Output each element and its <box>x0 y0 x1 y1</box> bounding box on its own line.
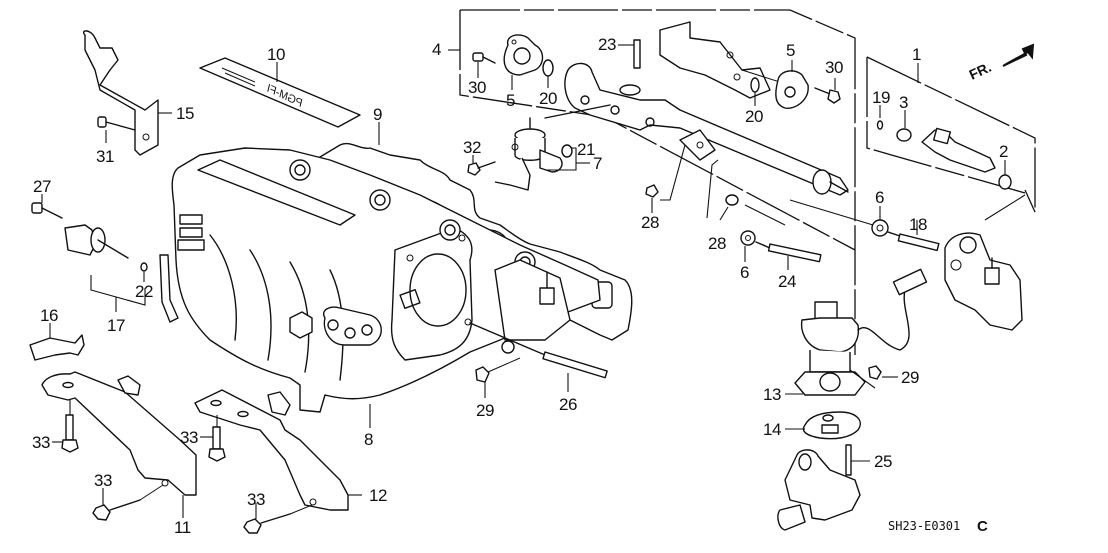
callout-33-a: 33 <box>32 433 50 452</box>
callout-30-left: 30 <box>468 78 486 97</box>
stud-bolt-24 <box>755 241 822 270</box>
flange-nut-29-manifold <box>475 340 521 398</box>
callout-20-left: 20 <box>539 89 557 108</box>
flange-bolt-33-d <box>243 503 313 534</box>
callout-12: 12 <box>369 486 387 505</box>
callout-17: 17 <box>107 316 125 335</box>
callout-7: 7 <box>593 154 602 173</box>
callout-6-left: 6 <box>740 263 749 282</box>
callout-31: 31 <box>96 147 114 166</box>
manifold-bracket-11 <box>41 371 197 518</box>
callout-30-right: 30 <box>825 58 843 77</box>
callout-11: 11 <box>174 518 191 537</box>
diagram-code: SH23-E0301 C <box>888 518 988 535</box>
callout-24: 24 <box>778 272 796 291</box>
callout-16: 16 <box>40 306 58 325</box>
callout-33-c: 33 <box>94 471 112 490</box>
stud-bolt-18 <box>887 220 940 252</box>
callout-2: 2 <box>999 142 1008 161</box>
callout-32: 32 <box>463 138 481 157</box>
egr-pipe-housing <box>777 449 861 531</box>
injector-seal-2 <box>998 174 1012 190</box>
nut-28-left <box>645 144 686 213</box>
intake-manifold-8 <box>159 147 601 428</box>
o-ring-20-right <box>750 77 760 93</box>
fuel-rail-4 <box>564 21 849 196</box>
callout-5-left: 5 <box>506 91 515 110</box>
sensor-17 <box>31 194 148 312</box>
flange-bolt-32 <box>467 155 496 176</box>
cylinder-head-section <box>944 232 1023 331</box>
callout-26: 26 <box>559 395 577 414</box>
nut-28-right <box>706 159 786 226</box>
o-ring-20-left <box>542 59 554 77</box>
callout-14: 14 <box>763 420 781 439</box>
flange-bolt-30-right <box>814 78 841 104</box>
front-direction-indicator: FR. <box>967 43 1035 83</box>
diagram-code-suffix: C <box>977 518 988 535</box>
callout-1: 1 <box>912 45 921 64</box>
callout-33-b: 33 <box>180 428 198 447</box>
egr-gasket-14 <box>785 411 861 440</box>
flange-bolt-30-left <box>472 52 496 78</box>
callout-labels: 1 2 3 4 5 5 6 6 7 8 9 10 11 12 13 14 15 … <box>32 35 1009 537</box>
callout-21: 21 <box>577 140 595 159</box>
callout-8: 8 <box>364 430 373 449</box>
flange-nut-29-egr <box>849 365 898 389</box>
o-ring-21 <box>561 144 573 158</box>
callout-29-manifold: 29 <box>476 401 494 420</box>
pgm-fi-emblem-10: PGM-FI <box>199 57 361 128</box>
insulator-collar-6-b <box>789 199 889 237</box>
callout-6-right: 6 <box>875 188 884 207</box>
stud-bolt-26 <box>469 322 608 392</box>
harness-bracket-15 <box>83 30 172 156</box>
fuel-pressure-regulator-7 <box>494 104 611 191</box>
flange-bolt-33-a <box>52 400 79 453</box>
manifold-bracket-12 <box>194 389 362 511</box>
callout-25: 25 <box>874 452 892 471</box>
callout-13: 13 <box>763 385 781 404</box>
stud-bolt-23 <box>618 39 641 69</box>
front-arrow-icon <box>1002 43 1035 67</box>
flange-bolt-33-b <box>200 415 226 462</box>
callout-28-left: 28 <box>641 213 659 232</box>
front-label: FR. <box>967 59 994 83</box>
hose-clamp-bracket-16 <box>29 323 85 361</box>
callout-9: 9 <box>373 105 382 124</box>
stud-bolt-25 <box>845 444 870 476</box>
callout-22: 22 <box>135 282 153 301</box>
diagram-code-text: SH23-E0301 <box>888 519 960 533</box>
injector-1 <box>876 105 1012 190</box>
pulsation-damper-cap-5-left <box>503 34 544 90</box>
callout-28-right: 28 <box>708 234 726 253</box>
callout-15: 15 <box>176 104 194 123</box>
callout-33-d: 33 <box>247 490 265 509</box>
cushion-ring-3 <box>896 128 912 142</box>
callout-29-egr: 29 <box>901 368 919 387</box>
bolt-31 <box>97 116 136 143</box>
callout-18: 18 <box>909 215 927 234</box>
egr-valve-13 <box>785 268 928 396</box>
callout-3: 3 <box>899 93 908 112</box>
fuel-rail-group-outline <box>448 9 856 355</box>
callout-19: 19 <box>872 88 890 107</box>
insulator-collar-6-a <box>740 230 756 262</box>
flange-bolt-33-c <box>92 484 164 521</box>
callout-4: 4 <box>432 40 441 59</box>
callout-27: 27 <box>33 177 51 196</box>
pulsation-damper-cap-5-right <box>775 60 809 109</box>
callout-5-right: 5 <box>786 41 795 60</box>
o-ring-19 <box>876 120 884 130</box>
callout-10: 10 <box>267 45 285 64</box>
callout-20-right: 20 <box>745 107 763 126</box>
injector-group-outline <box>866 56 1036 221</box>
callout-23: 23 <box>598 35 616 54</box>
